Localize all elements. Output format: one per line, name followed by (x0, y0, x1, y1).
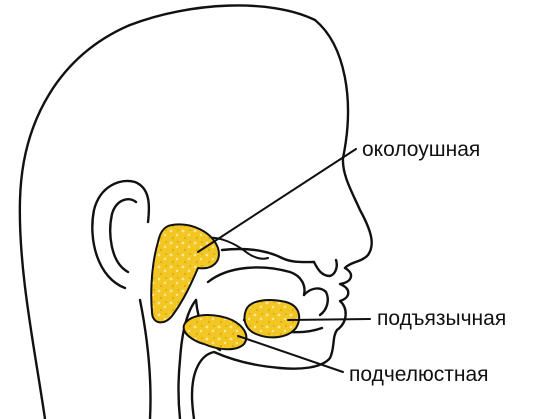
submandibular-leader-line (238, 336, 343, 372)
parotid-leader-line (198, 149, 356, 252)
ear-inner (110, 199, 136, 272)
jaw-outline (192, 352, 280, 419)
parotid-label: околоушная (362, 139, 480, 160)
submandibular-label: подчелюстная (349, 364, 489, 385)
parotid-gland (151, 224, 219, 322)
hard-palate (222, 249, 314, 262)
neck-back-outline (140, 300, 151, 419)
lower-teeth (304, 288, 328, 315)
sublingual-label: подъязычная (377, 308, 506, 329)
head-outline (20, 5, 372, 419)
sublingual-leader-line (288, 319, 370, 320)
tongue-upper (208, 267, 304, 295)
upper-teeth (314, 260, 337, 276)
submandibular-gland (184, 315, 247, 349)
ear-outer (92, 181, 149, 288)
sublingual-gland (244, 300, 299, 337)
